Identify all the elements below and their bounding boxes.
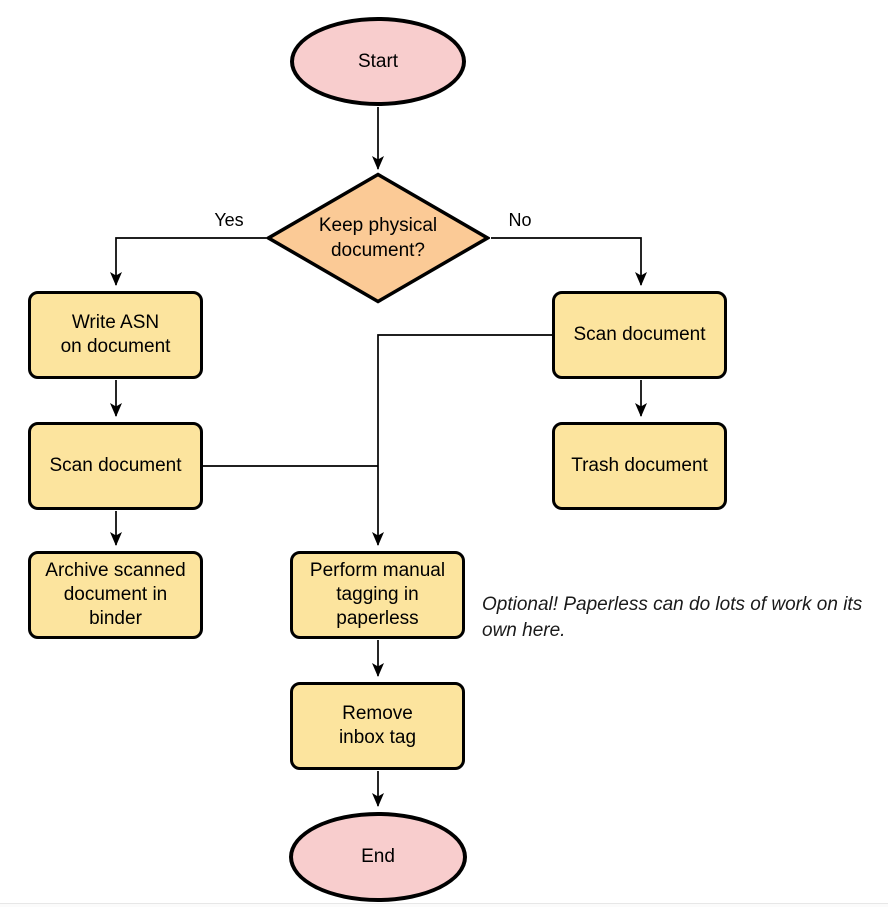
- node-write-asn-on-document: Write ASN on document: [28, 291, 203, 379]
- node-start: Start: [290, 17, 466, 106]
- diamond-polygon: [266, 172, 490, 304]
- annotation-optional-note: Optional! Paperless can do lots of work …: [482, 594, 863, 641]
- node-start-label: Start: [357, 50, 399, 72]
- node-trash-label: Trash document: [571, 455, 708, 476]
- diamond-shape: [266, 172, 490, 304]
- bottom-hairline: [0, 903, 888, 907]
- node-decision-label: Keep physical document?: [318, 215, 438, 261]
- node-tagging-label: Perform manual tagging in paperless: [309, 560, 446, 629]
- node-write-asn-label: Write ASN on document: [60, 312, 171, 357]
- node-end-label: End: [361, 846, 395, 867]
- node-scan-right-label: Scan document: [573, 324, 706, 345]
- node-perform-manual-tagging: Perform manual tagging in paperless: [290, 551, 465, 639]
- node-scan-document-right: Scan document: [552, 291, 727, 379]
- node-remove-inbox-tag: Remove inbox tag: [290, 682, 465, 770]
- edge-label-yes: Yes: [204, 210, 254, 230]
- edge-decision-yes-to-write-asn: [110, 237, 266, 286]
- node-scan-left-label: Scan document: [49, 455, 182, 476]
- node-archive-label: Archive scanned document in binder: [45, 560, 186, 629]
- node-remove-inbox-label: Remove inbox tag: [338, 703, 417, 748]
- node-end: End: [289, 812, 467, 902]
- node-archive-scanned-document: Archive scanned document in binder: [28, 551, 203, 639]
- node-trash-document: Trash document: [552, 422, 727, 510]
- node-scan-document-left: Scan document: [28, 422, 203, 510]
- edge-label-no: No: [498, 210, 542, 230]
- edge-decision-no-to-scan-right: [491, 237, 647, 286]
- node-decision-keep-physical-document: Keep physical document?: [266, 172, 490, 304]
- edge-scan-right-to-tagging: [372, 334, 552, 546]
